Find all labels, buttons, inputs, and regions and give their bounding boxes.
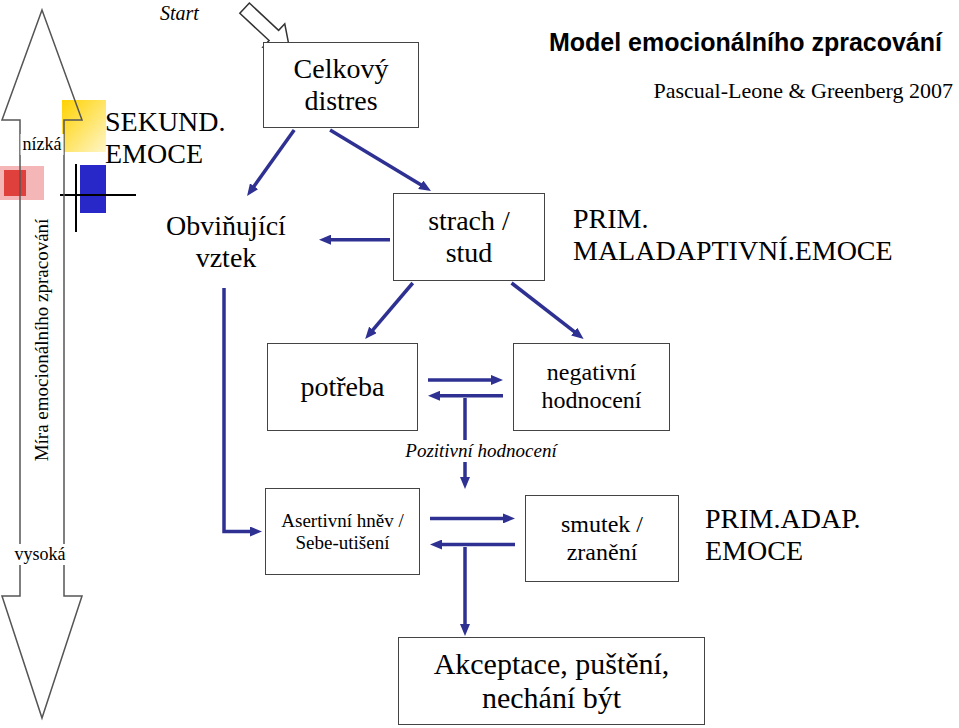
process-box: Akceptace, puštění, nechání být [398, 637, 705, 725]
node-text: Asertivní hněv / Sebe-utišení [280, 510, 405, 554]
connector-arrow [371, 283, 413, 332]
node-text: negativní hodnocení [522, 359, 661, 414]
node-text: smutek / zranění [534, 511, 670, 566]
text-label: PRIM. MALADAPTIVNÍ.EMOCE [573, 203, 951, 267]
connector-arrow [512, 283, 577, 333]
connector-arrow [437, 394, 503, 398]
text-label: vysoká [13, 544, 68, 565]
connector-arrow [428, 378, 494, 382]
node-text: Obviňující vztek [149, 210, 303, 274]
node-text: Akceptace, puštění, nechání být [407, 647, 696, 716]
process-box: Asertivní hněv / Sebe-utišení [265, 488, 420, 575]
scale-double-arrow [2, 10, 82, 718]
text-label: Pozitivní hodnocení [403, 440, 558, 462]
text-label: Pascual-Leone & Greenberg 2007 [653, 78, 953, 103]
red-square [0, 166, 44, 200]
node-text: Celkový distres [272, 53, 410, 117]
node-text: potřeba [301, 371, 385, 403]
text-label: SEKUND. EMOCE [105, 106, 255, 170]
text-node: Obviňující vztek [145, 200, 307, 284]
process-box: negativní hodnocení [513, 343, 670, 431]
flow-line [463, 547, 467, 627]
connector-arrow [252, 130, 294, 189]
text-label: Start [160, 2, 199, 25]
text-label: PRIM.ADAP. EMOCE [705, 503, 905, 567]
cross-line [75, 164, 77, 232]
yellow-square [62, 100, 106, 152]
diagram-title: Model emocionálního zpracování [549, 28, 942, 57]
process-box: strach / stud [393, 193, 545, 281]
process-box: smutek / zranění [525, 495, 679, 582]
flow-line [463, 398, 467, 480]
connector-arrow [330, 130, 423, 186]
text-label: nízká [21, 134, 64, 155]
connector-arrow [439, 543, 515, 547]
process-box: potřeba [267, 343, 418, 431]
process-box: Celkový distres [263, 42, 419, 128]
blue-square [80, 165, 106, 213]
connector-arrow [328, 238, 390, 242]
connector-arrow [224, 288, 253, 532]
node-text: strach / stud [402, 205, 536, 269]
text-label: Míra emocionálního zpracování [31, 217, 53, 464]
connector-arrow [430, 517, 506, 521]
cross-line [60, 194, 136, 196]
red-square [4, 170, 26, 196]
